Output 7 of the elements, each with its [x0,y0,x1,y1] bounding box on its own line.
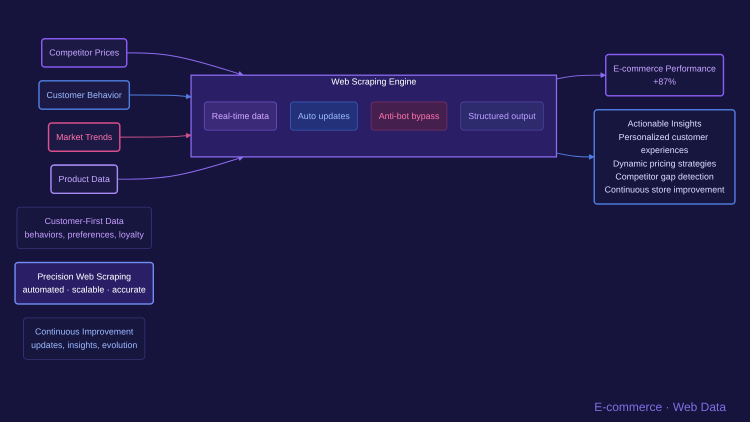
arrow [128,94,192,100]
arrow [556,72,606,80]
arrow [126,52,244,76]
arrow [556,152,594,160]
arrow [116,156,244,180]
footer-note: E-commerce · Web Data [594,400,726,414]
arrow [119,132,192,138]
